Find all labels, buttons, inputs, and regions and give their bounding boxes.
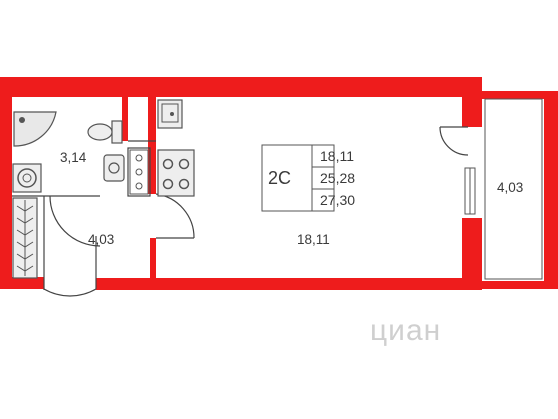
washing-machine-icon — [12, 163, 42, 193]
watermark-logo: циан — [370, 314, 442, 347]
info-total-with-balcony-area: 27,30 — [320, 192, 356, 208]
hallway-area: 4,03 — [88, 232, 115, 247]
interior-lines — [12, 126, 469, 297]
sink-icon — [103, 154, 125, 182]
fridge-icon — [129, 149, 149, 195]
kitchen-sink-icon — [157, 99, 183, 129]
apartment-type-code: 2С — [268, 168, 292, 188]
bathroom-area: 3,14 — [60, 150, 87, 165]
stove-icon — [157, 149, 195, 197]
main-room-area: 18,11 — [297, 232, 330, 247]
balcony-area: 4,03 — [497, 180, 524, 195]
toilet-icon — [87, 120, 123, 144]
balcony-outline — [464, 98, 543, 280]
info-living-area: 18,11 — [320, 148, 354, 164]
bathtub-corner-icon — [13, 111, 57, 147]
info-box-frame — [261, 144, 335, 212]
walls — [0, 77, 558, 290]
info-total-area: 25,28 — [320, 170, 356, 186]
wardrobe-icon — [12, 197, 38, 279]
